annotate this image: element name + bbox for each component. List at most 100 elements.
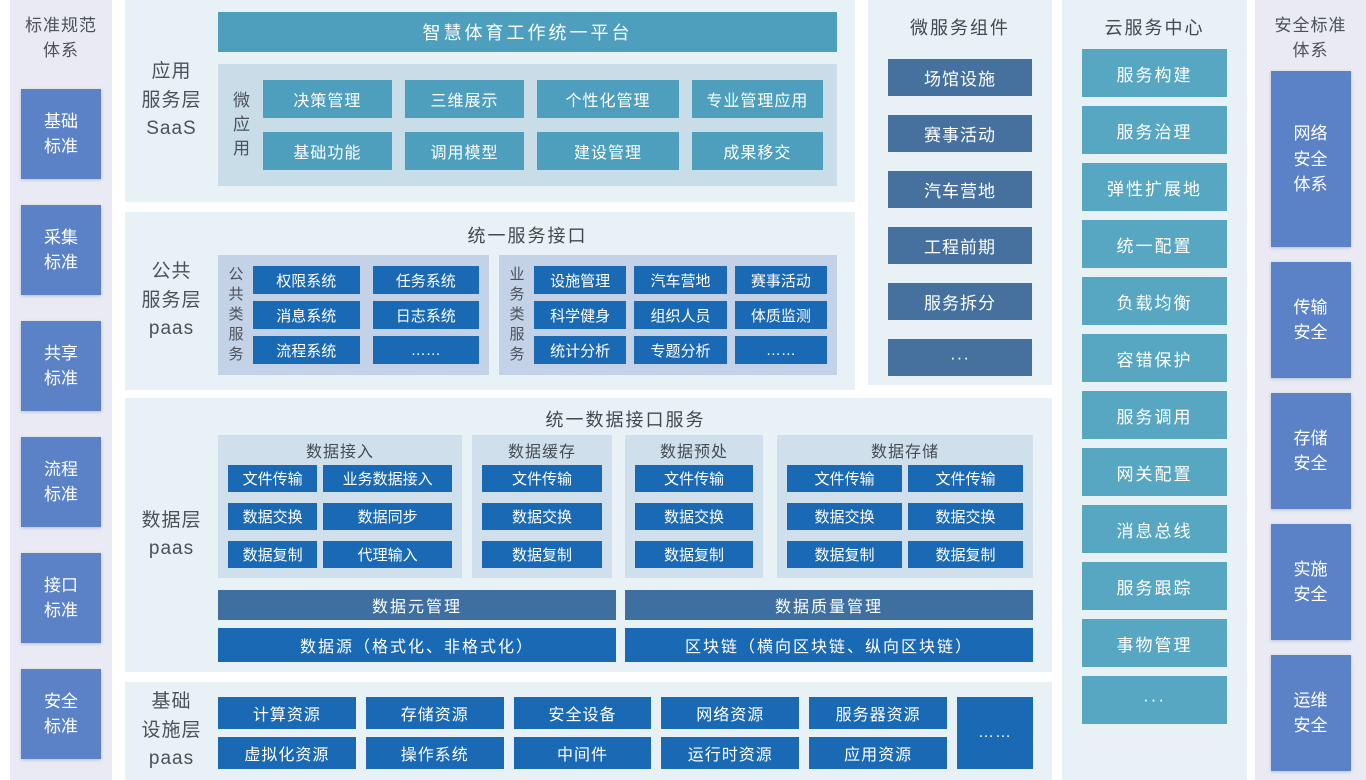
cloud-service-button: 消息总线 <box>1082 505 1227 553</box>
data-storage-group: 数据存储 文件传输 文件传输 数据交换 数据交换 数据复制 数据复制 <box>777 435 1033 578</box>
micro-app-button: 专业管理应用 <box>691 80 823 118</box>
standard-item-security: 安全标准 <box>21 669 101 760</box>
cloud-center-title: 云服务中心 <box>1104 18 1205 38</box>
standard-item-collect: 采集标准 <box>21 205 101 296</box>
data-button: 文件传输 <box>228 465 318 492</box>
data-cache-group: 数据缓存 文件传输 数据交换 数据复制 <box>472 435 612 578</box>
security-item-label: 实施安全 <box>1293 559 1328 605</box>
infra-resource-button: 安全设备 <box>513 697 652 729</box>
data-button: 数据复制 <box>635 541 753 568</box>
service-button: 组织人员 <box>634 301 727 329</box>
data-button: 数据复制 <box>908 541 1023 568</box>
service-groups: 公共类服务 权限系统 任务系统 消息系统 日志系统 流程系统 …… 业务类服务 … <box>218 255 837 375</box>
micro-apps-grid: 决策管理 三维展示 个性化管理 专业管理应用 基础功能 调用模型 建设管理 成果… <box>263 80 823 170</box>
service-button: 赛事活动 <box>734 266 827 294</box>
micro-apps-label: 微应用 <box>233 91 250 158</box>
public-layer-label-line: paas <box>148 318 195 340</box>
public-layer-label-line: 公共 <box>151 261 192 283</box>
service-button: 体质监测 <box>734 301 827 329</box>
cloud-service-button: 负载均衡 <box>1082 277 1227 325</box>
standard-item-basic: 基础标准 <box>21 89 101 180</box>
data-group-title: 数据存储 <box>870 444 939 461</box>
service-button: 任务系统 <box>372 266 479 294</box>
standard-item-label: 接口标准 <box>44 575 78 621</box>
service-button: 权限系统 <box>253 266 360 294</box>
security-item-label: 传输安全 <box>1293 297 1328 343</box>
micro-app-button: 调用模型 <box>404 132 525 170</box>
data-source-bar: 数据源（格式化、非格式化） <box>218 628 616 662</box>
infra-resource-button: 虚拟化资源 <box>218 737 356 769</box>
data-button: 文件传输 <box>787 465 902 492</box>
service-button: 科学健身 <box>534 301 627 329</box>
infra-resource-button: 存储资源 <box>365 697 504 729</box>
infra-resource-button: 网络资源 <box>661 697 800 729</box>
service-button: 汽车营地 <box>634 266 727 294</box>
standard-item-label: 流程标准 <box>44 459 78 505</box>
data-access-grid: 文件传输 业务数据接入 数据交换 数据同步 数据复制 代理输入 <box>228 465 452 568</box>
infra-resource-button: 计算资源 <box>218 697 356 729</box>
micro-app-button: 三维展示 <box>404 80 525 118</box>
micro-apps-container: 微应用 决策管理 三维展示 个性化管理 专业管理应用 基础功能 调用模型 建设管… <box>218 64 837 186</box>
blockchain-bar: 区块链（横向区块链、纵向区块链） <box>625 628 1033 662</box>
app-layer-label-line: SaaS <box>146 118 197 140</box>
data-button: 代理输入 <box>323 541 452 568</box>
security-item-transfer: 传输安全 <box>1270 262 1351 379</box>
service-button-more: …… <box>734 336 827 364</box>
infra-resource-button: 应用资源 <box>809 737 947 769</box>
cloud-service-more-button: ··· <box>1082 676 1227 724</box>
standard-item-label: 共享标准 <box>44 343 78 389</box>
standards-sidebar: 标准规范体系 基础标准 采集标准 共享标准 流程标准 接口标准 安全标准 <box>10 0 112 780</box>
infra-resource-button: 运行时资源 <box>661 737 800 769</box>
data-cache-grid: 文件传输 数据交换 数据复制 <box>482 465 602 568</box>
infra-more-button: …… <box>957 697 1033 769</box>
cloud-service-button: 弹性扩展地 <box>1082 163 1227 211</box>
business-services-label: 业务类服务 <box>509 266 525 363</box>
micro-app-button: 基础功能 <box>263 132 392 170</box>
infra-layer-label-line: paas <box>148 748 195 770</box>
data-group-title: 数据预处 <box>659 444 728 461</box>
app-layer-label: 应用 服务层 SaaS <box>125 0 218 202</box>
standard-item-share: 共享标准 <box>21 321 101 412</box>
data-button: 数据复制 <box>482 541 602 568</box>
data-button: 数据交换 <box>228 503 318 530</box>
data-layer-label: 数据层 paas <box>125 398 218 672</box>
data-button: 数据交换 <box>482 503 602 530</box>
data-button: 文件传输 <box>908 465 1023 492</box>
data-button: 文件传输 <box>635 465 753 492</box>
app-layer-label-line: 服务层 <box>141 89 202 111</box>
cloud-center-panel: 云服务中心 服务构建 服务治理 弹性扩展地 统一配置 负载均衡 容错保护 服务调… <box>1062 0 1247 780</box>
business-services-grid: 设施管理 汽车营地 赛事活动 科学健身 组织人员 体质监测 统计分析 专题分析 … <box>534 266 827 364</box>
data-button: 数据复制 <box>787 541 902 568</box>
infra-resource-button: 服务器资源 <box>809 697 947 729</box>
security-item-implementation: 实施安全 <box>1270 524 1351 641</box>
infra-resource-button: 中间件 <box>513 737 652 769</box>
data-groups: 数据接入 文件传输 业务数据接入 数据交换 数据同步 数据复制 代理输入 数据缓… <box>218 435 1033 578</box>
microservice-button: 工程前期 <box>888 227 1032 264</box>
metadata-management-bar: 数据元管理 <box>218 590 616 620</box>
cloud-service-button: 服务构建 <box>1082 49 1227 97</box>
data-preprocess-group: 数据预处 文件传输 数据交换 数据复制 <box>625 435 763 578</box>
infra-layer-label-line: 基础 <box>151 691 192 713</box>
cloud-service-button: 服务治理 <box>1082 106 1227 154</box>
micro-app-button: 决策管理 <box>263 80 392 118</box>
unified-data-interface-title: 统一数据接口服务 <box>545 410 706 430</box>
security-item-label: 存储安全 <box>1293 428 1328 474</box>
infra-layer-label: 基础 设施层 paas <box>125 682 218 780</box>
microservice-more-button: ··· <box>888 339 1032 376</box>
public-service-layer-panel: 统一服务接口 公共 服务层 paas 公共类服务 权限系统 任务系统 消息系统 … <box>125 212 855 390</box>
platform-title-bar: 智慧体育工作统一平台 <box>218 12 837 52</box>
data-button: 数据同步 <box>323 503 452 530</box>
microservice-button: 赛事活动 <box>888 115 1032 152</box>
security-item-operations: 运维安全 <box>1270 655 1351 772</box>
security-item-network: 网络安全体系 <box>1270 71 1351 248</box>
micro-app-button: 个性化管理 <box>537 80 679 118</box>
service-button: 消息系统 <box>253 301 360 329</box>
data-layer-panel: 统一数据接口服务 数据层 paas 数据接入 文件传输 业务数据接入 数据交换 … <box>125 398 1052 672</box>
cloud-service-button: 服务调用 <box>1082 391 1227 439</box>
infra-resource-button: 操作系统 <box>365 737 504 769</box>
cloud-service-button: 统一配置 <box>1082 220 1227 268</box>
data-preprocess-grid: 文件传输 数据交换 数据复制 <box>635 465 753 568</box>
security-item-label: 网络安全体系 <box>1293 124 1328 195</box>
app-service-layer-panel: 应用 服务层 SaaS 智慧体育工作统一平台 微应用 决策管理 三维展示 个性化… <box>125 0 855 202</box>
